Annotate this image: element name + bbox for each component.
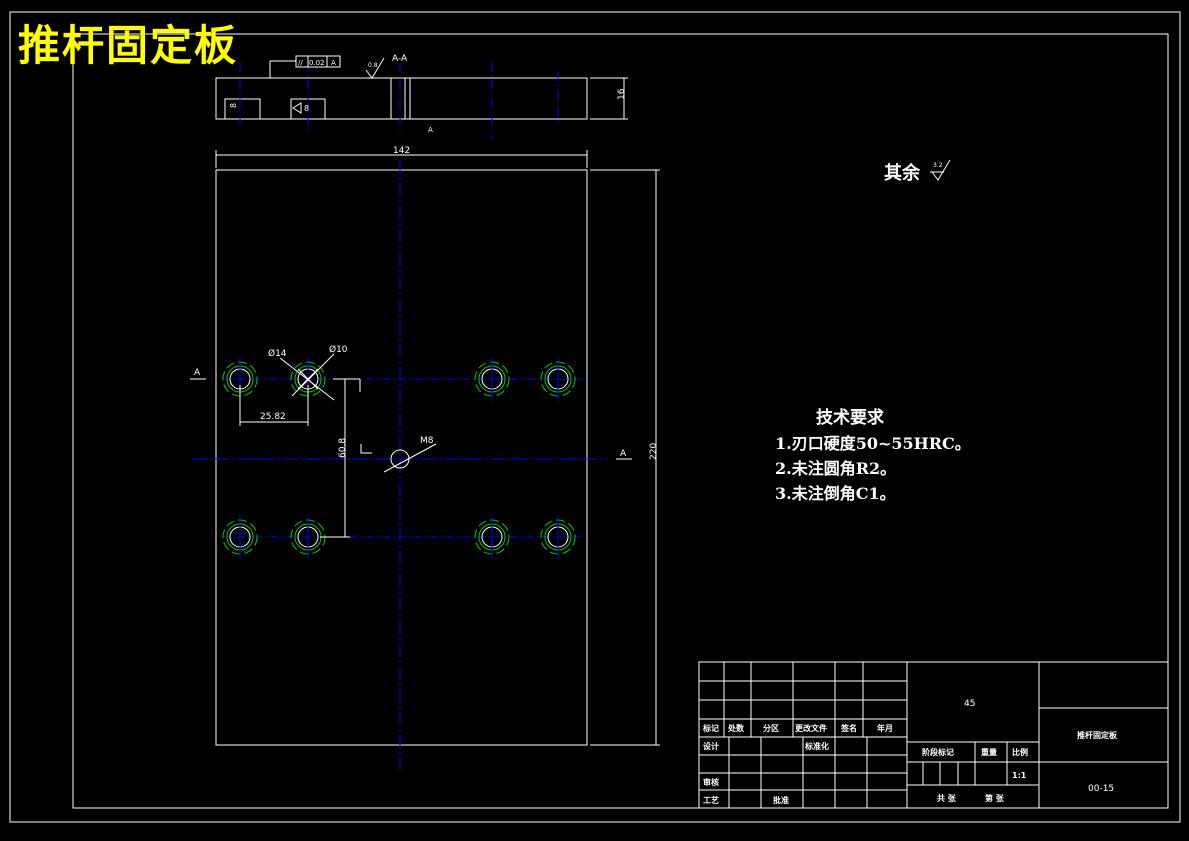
title-block-text: 标记 处数 分区 更改文件 签名 年月 设计 标准化 审核 工艺 批准 阶段标记… [702, 699, 1118, 805]
tb-drawing-number: 00-15 [1088, 784, 1114, 794]
sheet-inner-frame [72, 33, 1169, 809]
section-inner-dim-left: 8 [229, 103, 238, 108]
tb-stage-mark: 阶段标记 [922, 747, 954, 757]
tb-weight: 重量 [981, 747, 997, 757]
tb-design: 设计 [703, 741, 719, 751]
finish-symbol-section [365, 57, 385, 79]
tb-review: 审核 [703, 777, 719, 787]
tolerance-value: 0.02 [309, 59, 325, 67]
section-inner-dim-right: 8 [304, 104, 309, 113]
tolerance-datum: A [331, 59, 336, 67]
tech-req-item: 3.未注倒角C1。 [775, 484, 896, 503]
width-dim: 142 [393, 146, 410, 156]
section-label: A-A [392, 54, 408, 64]
tb-header: 年月 [877, 723, 893, 733]
finish-symbol [931, 159, 951, 181]
section-outline [215, 77, 588, 120]
tb-header: 处数 [727, 723, 745, 733]
tolerance-leader [269, 60, 296, 78]
tb-ratio: 比例 [1012, 747, 1028, 757]
finish-value-section: 0.8 [368, 62, 378, 69]
hole-group [222, 357, 576, 559]
sheet-outer-border [9, 11, 1181, 823]
tb-standardize: 标准化 [804, 741, 829, 751]
surface-note: 其余 3.2 [884, 159, 951, 184]
tb-header: 标记 [702, 723, 719, 733]
hole-leader [291, 353, 335, 397]
tb-material: 45 [964, 699, 975, 709]
tech-req-heading: 技术要求 [816, 407, 884, 428]
tb-process: 工艺 [703, 795, 719, 805]
technical-requirements: 技术要求 1.刃口硬度50~55HRC。 2.未注圆角R2。 3.未注倒角C1。 [775, 407, 971, 503]
drawing-title: 推杆固定板 [18, 21, 238, 70]
center-hole-label: M8 [420, 436, 434, 446]
hole-cross-mark [297, 368, 319, 390]
center-hole-mark [360, 444, 372, 454]
tech-req-item: 1.刃口硬度50~55HRC。 [775, 434, 971, 453]
tolerance-symbol: // [298, 59, 303, 67]
tb-header: 签名 [840, 723, 857, 733]
plate-outline [215, 169, 588, 746]
section-arrow [292, 102, 302, 114]
title-block [698, 661, 1169, 809]
tb-scale: 1:1 [1012, 771, 1027, 780]
tb-header: 更改文件 [795, 723, 827, 733]
hole-large-label: Ø14 [268, 348, 287, 359]
tb-total-sheets: 共 张 [937, 793, 957, 803]
title-block-frame [698, 661, 1169, 809]
center-hole-leader [383, 443, 437, 473]
surface-note-text: 其余 [884, 162, 921, 184]
tb-sheet-no: 第 张 [985, 793, 1005, 803]
tb-part-name: 推杆固定板 [1077, 730, 1118, 740]
tech-req-item: 2.未注圆角R2。 [775, 459, 896, 478]
surface-note-value: 3.2 [933, 162, 943, 169]
section-view: 8 8 16 A-A 0.8 // 0.02 A A [215, 54, 628, 140]
section-height-dim: 16 [617, 88, 627, 100]
section-marker-right: A [620, 449, 627, 459]
pitch-x-dim: 25.82 [260, 412, 286, 422]
height-dim: 220 [649, 443, 659, 460]
pitch-y-dim: 60.8 [338, 438, 348, 458]
counterbore-left [224, 98, 261, 119]
section-datum-below: A [428, 126, 433, 134]
hole-leader [279, 357, 335, 401]
tb-approve: 批准 [773, 795, 789, 805]
plan-view: 142 220 A A Ø14 Ø10 25.82 60. [190, 146, 660, 770]
hole-small-label: Ø10 [329, 344, 348, 355]
tb-header: 分区 [763, 723, 779, 733]
section-marker-left: A [194, 368, 201, 378]
